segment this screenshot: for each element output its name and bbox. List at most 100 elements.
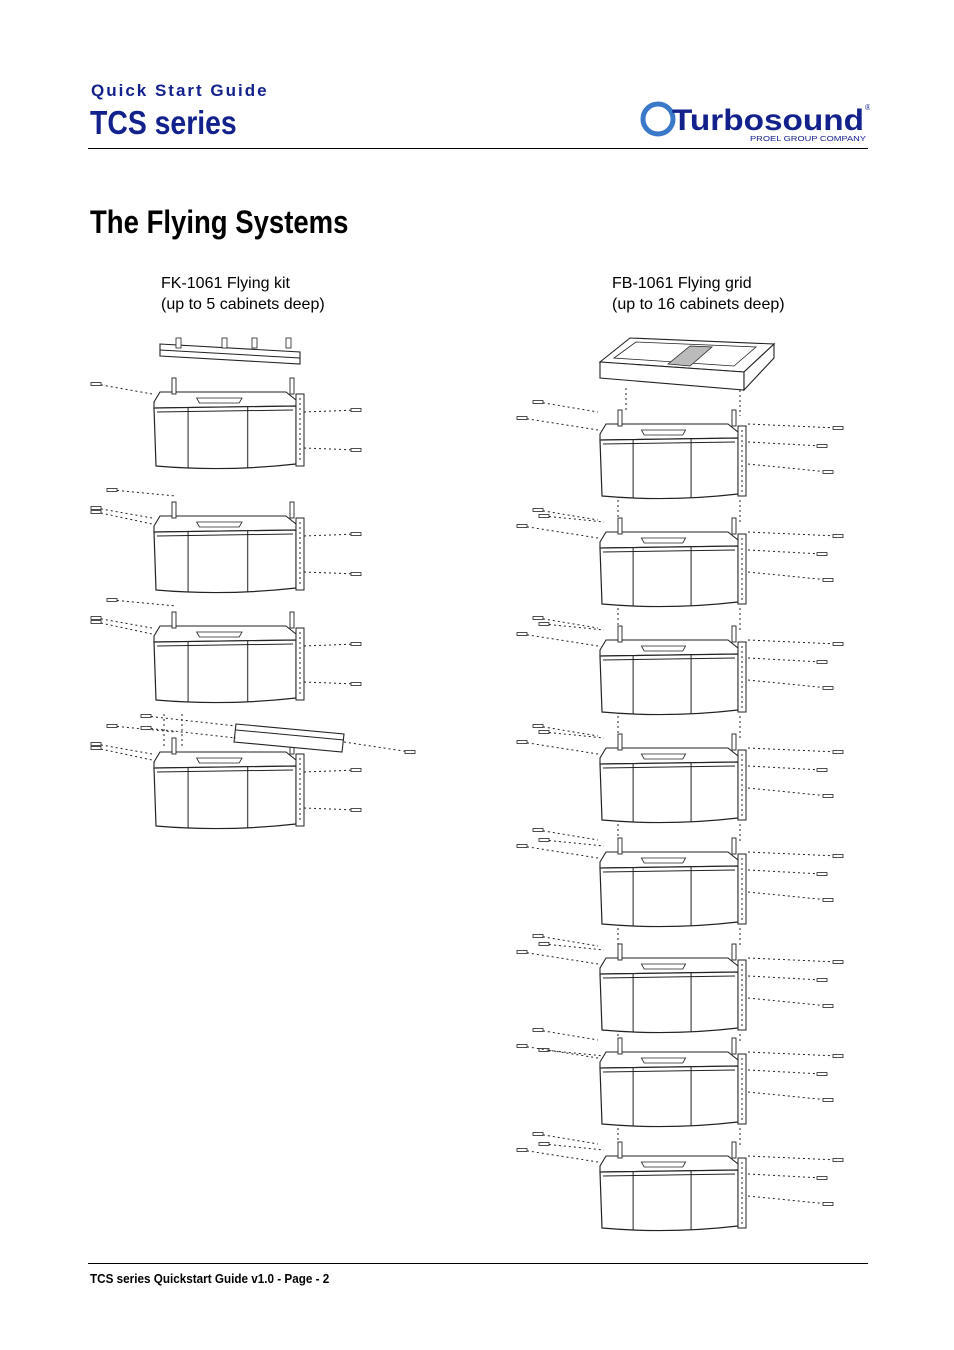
- lock-pin: [538, 730, 550, 734]
- fk-1061-exploded-diagram: [90, 337, 416, 830]
- lock-pin: [822, 578, 834, 582]
- fb-1061-caption: FB-1061 Flying grid (up to 16 cabinets d…: [612, 273, 785, 315]
- lock-pin: [822, 794, 834, 798]
- lock-pin: [816, 872, 828, 876]
- cabinet-drawing: [153, 377, 305, 470]
- lock-pin: [832, 426, 844, 430]
- lock-pin: [822, 1202, 834, 1206]
- lock-pin: [832, 854, 844, 858]
- header-rule: [88, 148, 868, 149]
- cabinet-drawing: [599, 837, 747, 928]
- flying-bar-drawing: [159, 337, 301, 365]
- lock-pin: [516, 950, 528, 954]
- logo-mark-icon: [640, 101, 676, 137]
- lock-pin: [516, 1044, 528, 1048]
- cabinet-drawing: [153, 611, 305, 704]
- series-title: TCS series: [90, 104, 237, 141]
- lock-pin: [532, 1132, 544, 1136]
- cabinet-drawing: [599, 409, 747, 500]
- lock-pin: [350, 572, 362, 576]
- lock-pin: [816, 552, 828, 556]
- lock-pin: [350, 768, 362, 772]
- lock-pin: [90, 616, 102, 620]
- footer-rule: [88, 1263, 868, 1264]
- lock-pin: [538, 942, 550, 946]
- fb-1061-exploded-diagram: [516, 337, 844, 1232]
- lock-pin: [516, 632, 528, 636]
- lock-pin: [532, 616, 544, 620]
- lock-pin: [90, 746, 102, 750]
- logo-tagline: PROEL GROUP COMPANY: [750, 136, 866, 143]
- fb-1061-caption-line1: FB-1061 Flying grid: [612, 275, 752, 292]
- lock-pin: [516, 416, 528, 420]
- lock-pin: [90, 382, 102, 386]
- lock-pin: [516, 524, 528, 528]
- cabinet-drawing: [599, 1037, 747, 1128]
- logo-registered-mark: ®: [865, 103, 870, 112]
- fb-1061-caption-line2: (up to 16 cabinets deep): [612, 296, 785, 313]
- cabinet-drawing: [599, 943, 747, 1034]
- lock-pin: [350, 682, 362, 686]
- lock-pin: [532, 508, 544, 512]
- lock-pin: [90, 620, 102, 624]
- lock-pin: [516, 740, 528, 744]
- lock-pin: [816, 978, 828, 982]
- lock-pin: [106, 724, 118, 728]
- lock-pin: [832, 750, 844, 754]
- lock-pin: [404, 750, 416, 754]
- turbosound-logo: Turbosound ® PROEL GROUP COMPANY: [640, 101, 870, 143]
- lock-pin: [350, 642, 362, 646]
- lock-pin: [90, 742, 102, 746]
- fk-1061-caption: FK-1061 Flying kit (up to 5 cabinets dee…: [161, 273, 325, 315]
- cabinet-drawing: [599, 1141, 747, 1232]
- lock-pin: [516, 1148, 528, 1152]
- flying-grid-drawing: [598, 337, 776, 416]
- lock-pin: [822, 1098, 834, 1102]
- lock-pin: [90, 510, 102, 514]
- lock-pin: [106, 598, 118, 602]
- lock-pin: [816, 660, 828, 664]
- cabinet-drawing: [153, 501, 305, 594]
- lock-pin: [532, 724, 544, 728]
- lock-pin: [832, 1158, 844, 1162]
- cabinet-drawing: [599, 625, 747, 716]
- guide-kicker: Quick Start Guide: [91, 81, 269, 100]
- section-title: The Flying Systems: [90, 204, 349, 240]
- lock-pin: [816, 768, 828, 772]
- lock-pin: [532, 1028, 544, 1032]
- lock-pin: [816, 1176, 828, 1180]
- lock-pin: [816, 1072, 828, 1076]
- lock-pin: [538, 1142, 550, 1146]
- lock-pin: [350, 808, 362, 812]
- lock-pin: [538, 838, 550, 842]
- lock-pin: [90, 506, 102, 510]
- lock-pin: [532, 934, 544, 938]
- page-footer: TCS series Quickstart Guide v1.0 - Page …: [90, 1271, 330, 1286]
- lock-pin: [822, 470, 834, 474]
- lock-pin: [538, 1048, 550, 1052]
- lock-pin: [350, 532, 362, 536]
- cabinet-drawing: [599, 517, 747, 608]
- lock-pin: [832, 534, 844, 538]
- cabinet-drawing: [153, 737, 305, 830]
- lock-pin: [532, 828, 544, 832]
- lock-pin: [532, 400, 544, 404]
- fk-1061-caption-line1: FK-1061 Flying kit: [161, 275, 290, 292]
- lock-pin: [140, 726, 152, 730]
- lock-pin: [350, 408, 362, 412]
- lock-pin: [822, 1004, 834, 1008]
- extension-bar-drawing: [140, 714, 416, 754]
- lock-pin: [832, 960, 844, 964]
- logo-wordmark: Turbosound: [672, 104, 864, 137]
- lock-pin: [816, 444, 828, 448]
- cabinet-drawing: [599, 733, 747, 824]
- lock-pin: [516, 844, 528, 848]
- lock-pin: [538, 514, 550, 518]
- lock-pin: [832, 1054, 844, 1058]
- lock-pin: [106, 488, 118, 492]
- lock-pin: [822, 686, 834, 690]
- lock-pin: [140, 714, 152, 718]
- lock-pin: [538, 622, 550, 626]
- lock-pin: [350, 448, 362, 452]
